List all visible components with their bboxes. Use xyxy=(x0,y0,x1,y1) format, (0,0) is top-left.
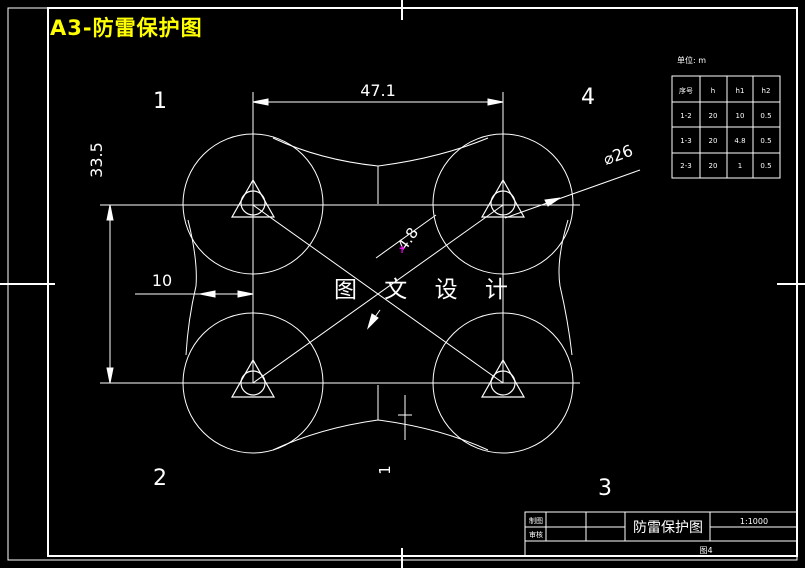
data-table xyxy=(671,75,781,179)
accent-marker: ✝ xyxy=(398,245,406,256)
rod-grid xyxy=(100,92,580,384)
rod-3 xyxy=(480,358,526,398)
table-cell: 4.8 xyxy=(734,137,745,145)
table-header-0: 序号 xyxy=(679,86,693,95)
unit-label: 单位: m xyxy=(677,55,706,65)
drawing-title: A3-防雷保护图 xyxy=(50,16,203,40)
title-block xyxy=(524,511,798,557)
table-cell: 0.5 xyxy=(760,112,771,120)
dim-offset: 10 xyxy=(152,271,172,290)
rod-4 xyxy=(480,178,526,218)
table-header-1: h xyxy=(711,87,715,95)
table-header-3: h2 xyxy=(762,87,771,95)
table-header-2: h1 xyxy=(736,87,745,95)
table-cell: 2-3 xyxy=(680,162,691,170)
watermark-text: 图 文 设 计 xyxy=(334,277,518,303)
corner-label-2: 2 xyxy=(153,466,167,491)
title-block-drawing-name: 防雷保护图 xyxy=(633,520,703,536)
dim-width: 47.1 xyxy=(360,81,396,100)
table-cell: 0.5 xyxy=(760,162,771,170)
table-cell: 20 xyxy=(709,112,718,120)
dimension-lines xyxy=(100,98,641,440)
title-block-label-drawn: 制图 xyxy=(529,516,543,525)
table-cell: 1 xyxy=(738,162,742,170)
title-block-sheet: 图4 xyxy=(699,546,712,555)
lightning-rods xyxy=(230,178,526,398)
table-cell: 1-2 xyxy=(680,112,691,120)
corner-label-4: 4 xyxy=(581,85,595,110)
rod-1 xyxy=(230,178,276,218)
title-block-scale: 1:1000 xyxy=(740,517,768,526)
table-cell: 20 xyxy=(709,137,718,145)
dim-diameter: ⌀26 xyxy=(601,141,636,169)
table-cell: 10 xyxy=(736,112,745,120)
protection-boundary xyxy=(185,137,573,451)
table-cell: 0.5 xyxy=(760,137,771,145)
dim-height: 33.5 xyxy=(87,142,106,178)
title-block-label-check: 审核 xyxy=(529,530,543,539)
inner-frame xyxy=(47,7,798,557)
dim-small: 1 xyxy=(376,465,394,475)
table-cell: 20 xyxy=(709,162,718,170)
rod-2 xyxy=(230,358,276,398)
table-cell: 1-3 xyxy=(680,137,691,145)
corner-label-1: 1 xyxy=(153,89,167,114)
corner-label-3: 3 xyxy=(598,476,612,501)
